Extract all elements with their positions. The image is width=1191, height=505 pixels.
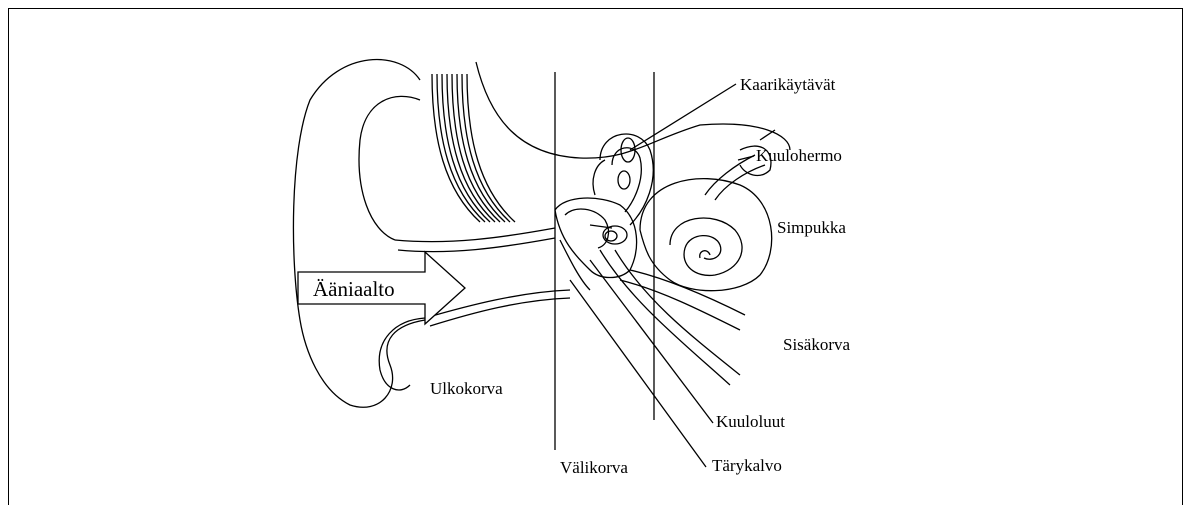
- outer-ear-pinna: [293, 60, 425, 408]
- auditory-nerve-shape: [705, 130, 775, 200]
- hair-bundle: [432, 74, 515, 222]
- label-eardrum: Tärykalvo: [712, 456, 782, 475]
- label-semicircular-canals: Kaarikäytävät: [740, 75, 836, 94]
- eustachian-tube: [600, 250, 740, 385]
- label-middle-ear: Välikorva: [560, 458, 628, 477]
- label-cochlea: Simpukka: [777, 218, 846, 237]
- label-outer-ear: Ulkokorva: [430, 379, 503, 398]
- label-ossicles: Kuuloluut: [716, 412, 785, 431]
- label-sound-wave: Ääniaalto: [313, 277, 395, 301]
- middle-ear-structure: [555, 198, 637, 290]
- label-auditory-nerve: Kuulohermo: [756, 146, 842, 165]
- label-inner-ear: Sisäkorva: [783, 335, 851, 354]
- cochlea-shape: [640, 179, 772, 291]
- semicircular-canals-shape: [593, 134, 653, 225]
